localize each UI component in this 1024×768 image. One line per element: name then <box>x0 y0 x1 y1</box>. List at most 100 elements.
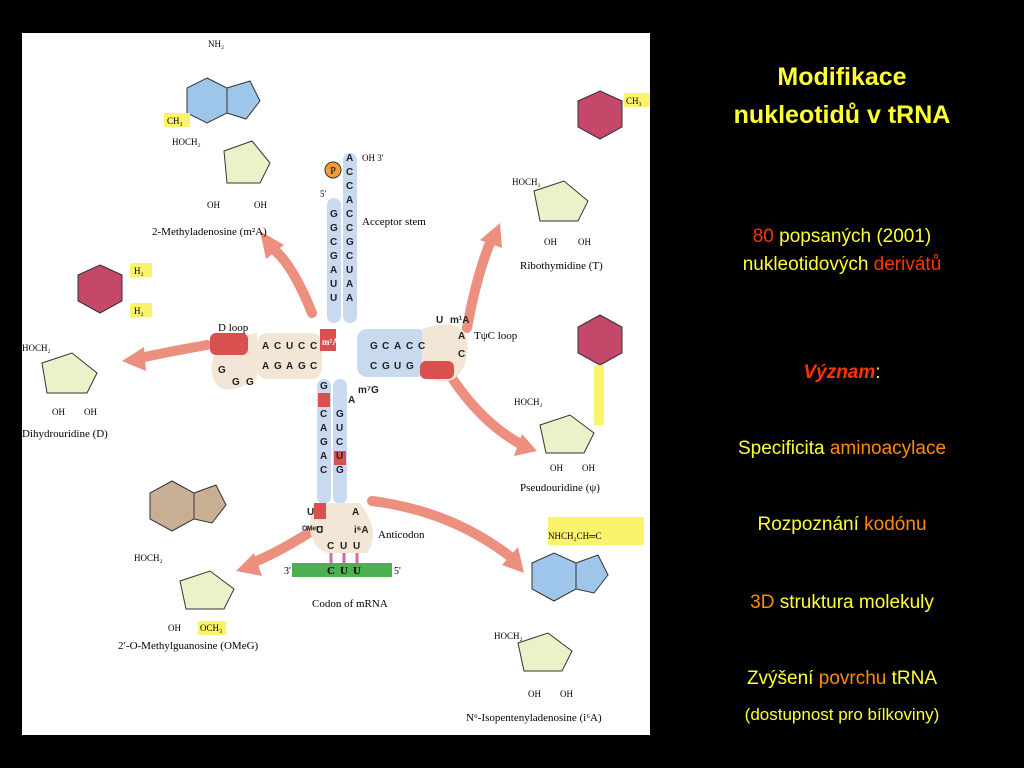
svg-text:i⁶A: i⁶A <box>354 525 369 536</box>
dihydrouridine-structure: H₂ H₂ HOCH₂ OH OH Dihydrouridine (D) <box>22 263 152 440</box>
svg-text:HOCH₂: HOCH₂ <box>134 553 163 563</box>
svg-text:OH: OH <box>582 463 595 473</box>
phosphate-marker <box>324 161 342 179</box>
svg-text:A: A <box>320 451 327 462</box>
svg-text:A: A <box>348 395 355 406</box>
anticodon-stem-left <box>317 379 331 504</box>
acceptor-stem-label: Acceptor stem <box>362 216 426 228</box>
svg-text:OCH₃: OCH₃ <box>200 623 222 633</box>
significance-heading: Význam: <box>803 362 881 383</box>
svg-text:G: G <box>274 361 282 372</box>
svg-text:U: U <box>336 451 343 462</box>
mrna-3prime: 3' <box>284 566 291 577</box>
svg-text:OH: OH <box>550 463 563 473</box>
svg-text:C: C <box>320 409 327 420</box>
svg-text:C: C <box>330 237 337 248</box>
svg-text:CH₃: CH₃ <box>626 96 642 106</box>
mrna-base-3: U <box>353 565 361 577</box>
svg-text:G: G <box>330 223 338 234</box>
svg-text:C: C <box>418 341 425 352</box>
arrow-to-methylguanosine-head <box>236 553 262 576</box>
svg-text:A: A <box>262 361 269 372</box>
svg-text:HOCH₂: HOCH₂ <box>494 631 523 641</box>
svg-text:G: G <box>320 381 328 392</box>
svg-text:G: G <box>330 251 338 262</box>
svg-text:A: A <box>286 361 293 372</box>
svg-text:C: C <box>298 341 305 352</box>
arrow-to-dihydrouridine <box>135 340 212 363</box>
svg-text:m¹A: m¹A <box>450 315 469 326</box>
svg-text:G: G <box>370 341 378 352</box>
codon-mrna-label: Codon of mRNA <box>312 598 388 610</box>
svg-text:HOCH₂: HOCH₂ <box>514 397 543 407</box>
svg-text:OH: OH <box>528 689 541 699</box>
m2a-nh2: NH₂ <box>208 39 224 49</box>
arrow-to-dihydrouridine-head <box>122 347 146 371</box>
svg-text:U: U <box>286 341 293 352</box>
arrow-to-pseudouridine <box>447 373 527 450</box>
arrow-to-ribothymidine-head <box>480 223 502 248</box>
svg-text:G: G <box>232 377 240 388</box>
item-3d-structure: 3D struktura molekuly <box>750 592 934 613</box>
item-surface-note: (dostupnost pro bílkoviny) <box>744 705 940 724</box>
mrna-strand <box>292 563 392 577</box>
svg-text:A: A <box>262 341 269 352</box>
arrow-to-pseudouridine-head <box>514 434 537 456</box>
svg-text:OH: OH <box>560 689 573 699</box>
svg-text:G: G <box>406 361 414 372</box>
svg-text:U: U <box>307 507 314 518</box>
arrow-to-ribothymidine <box>462 233 497 333</box>
five-prime-label: 5' <box>320 189 327 199</box>
d-loop-label: D loop <box>218 322 249 334</box>
mrna-base-1: C <box>327 565 335 577</box>
m2a-ch3: CH₃ <box>167 116 183 126</box>
svg-text:A: A <box>458 331 465 342</box>
svg-text:m²A: m²A <box>322 337 339 347</box>
svg-text:m⁷G: m⁷G <box>358 385 379 396</box>
svg-text:C: C <box>327 541 334 552</box>
svg-text:G: G <box>382 361 390 372</box>
svg-text:G: G <box>330 209 338 220</box>
svg-text:G: G <box>246 377 254 388</box>
isopentenyl-structure: NHCH₂CH═C HOCH₂ OH OH N⁶-Isopentenyladen… <box>466 517 644 724</box>
svg-text:A: A <box>346 279 353 290</box>
svg-text:A: A <box>330 265 337 276</box>
methylguanosine-label: 2′-O-Methylguanosine (OMeG) <box>118 640 259 652</box>
anticodon-label: Anticodon <box>378 529 425 541</box>
d-arm <box>257 333 322 379</box>
svg-text:A: A <box>346 195 353 206</box>
svg-text:C: C <box>346 209 353 220</box>
svg-text:C: C <box>310 341 317 352</box>
svg-text:G: G <box>336 409 344 420</box>
m2a-label: 2-Methyladenosine (m²A) <box>152 226 267 238</box>
svg-text:C: C <box>336 437 343 448</box>
item-surface: Zvýšení povrchu tRNA <box>746 668 938 689</box>
anticodon-stem-right <box>333 379 347 504</box>
m2a-hoch2: HOCH₂ <box>172 137 201 147</box>
svg-text:U: U <box>346 265 353 276</box>
m2a-highlight <box>320 329 336 351</box>
slide-title: Modifikace nukleotidů v tRNA <box>733 63 951 129</box>
svg-text:C: C <box>320 465 327 476</box>
svg-text:G: G <box>336 465 344 476</box>
svg-text:C: C <box>382 341 389 352</box>
mrna-5prime: 5' <box>394 566 401 577</box>
svg-text:OH: OH <box>168 623 181 633</box>
svg-text:U: U <box>330 293 337 304</box>
svg-text:A: A <box>320 423 327 434</box>
svg-text:U: U <box>394 361 401 372</box>
svg-text:OH: OH <box>207 200 220 210</box>
svg-text:H₂: H₂ <box>134 266 144 276</box>
svg-text:G: G <box>346 237 354 248</box>
oh3-label: OH 3' <box>362 153 384 163</box>
svg-text:C: C <box>346 251 353 262</box>
svg-text:A: A <box>346 293 353 304</box>
count-number: 80 <box>752 226 774 247</box>
pseudouridine-label: Pseudouridine (ψ) <box>520 482 600 494</box>
m2a-structure: CH₃ NH₂ HOCH₂ OH OH 2-Methyladenosine (m… <box>152 39 271 238</box>
svg-text:U: U <box>330 279 337 290</box>
pseudouridine-structure: HOCH₂ OH OH Pseudouridine (ψ) <box>514 314 623 494</box>
svg-text:OH: OH <box>578 237 591 247</box>
phosphate-label: P <box>330 166 336 177</box>
